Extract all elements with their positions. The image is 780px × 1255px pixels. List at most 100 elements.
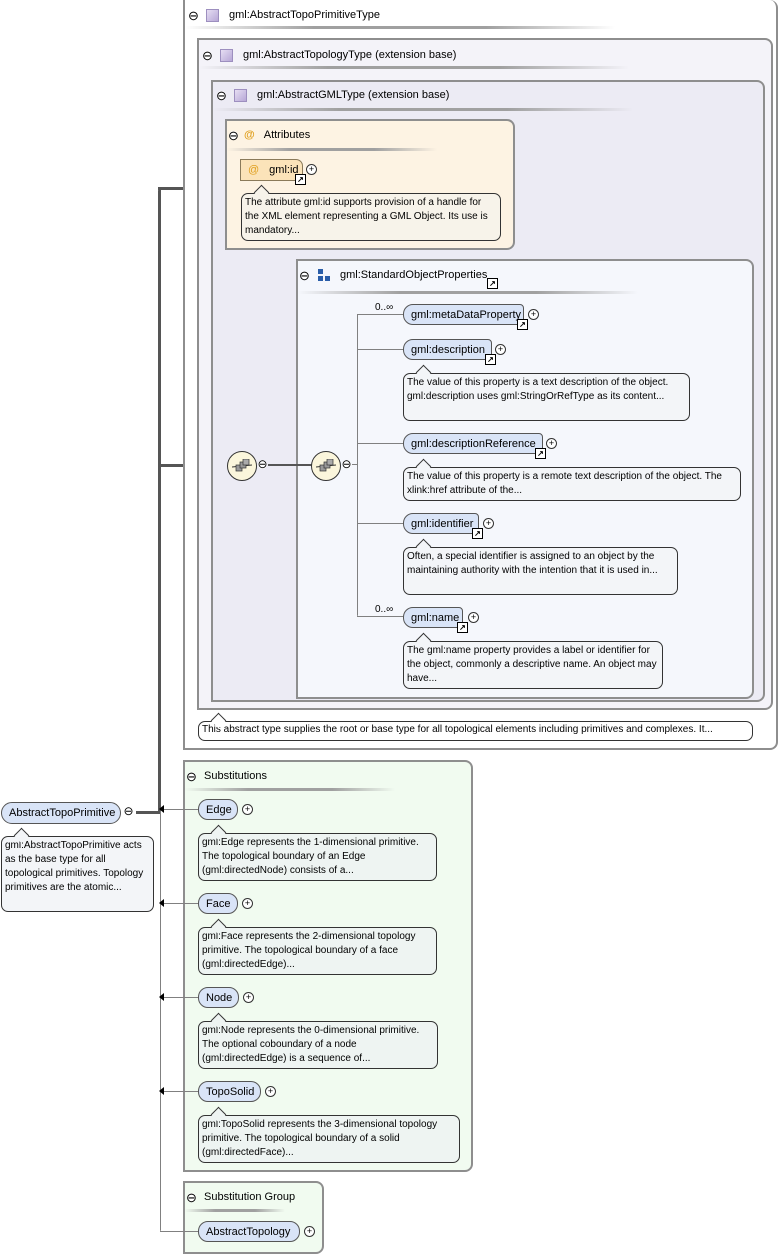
expand-icon[interactable]: +: [304, 1226, 315, 1237]
link-icon[interactable]: [487, 278, 498, 289]
substitution-edge[interactable]: Edge: [198, 799, 238, 820]
connector-arrow: [162, 809, 198, 810]
connector-arrow: [162, 903, 198, 904]
link-icon[interactable]: [517, 319, 528, 330]
element-label: Edge: [206, 803, 232, 816]
connector: [357, 443, 403, 444]
complex-type-icon: [234, 88, 247, 102]
header-divider: [185, 788, 395, 791]
expand-icon[interactable]: +: [306, 164, 317, 175]
topology-type-header: ⊖ gml:AbstractTopologyType (extension ba…: [202, 42, 457, 68]
substitution-group-box: ⊖ Substitution Group: [183, 1181, 324, 1254]
substitution-group-abstracttopology[interactable]: AbstractTopology: [198, 1221, 300, 1242]
attribute-icon: @: [244, 129, 255, 141]
main-element-note: gml:AbstractTopoPrimitive acts as the ba…: [1, 836, 154, 912]
sequence-compositor-icon[interactable]: [311, 451, 341, 481]
substitution-group-title: Substitution Group: [204, 1191, 296, 1203]
collapse-icon[interactable]: ⊖: [341, 457, 352, 471]
collapse-icon[interactable]: ⊖: [186, 768, 197, 784]
connector: [160, 1231, 198, 1232]
element-label: AbstractTopology: [206, 1225, 291, 1238]
root-type-title: gml:AbstractTopoPrimitiveType: [229, 9, 380, 21]
collapse-icon[interactable]: ⊖: [216, 87, 227, 103]
substitution-toposolid[interactable]: TopoSolid: [198, 1081, 261, 1102]
connector: [357, 616, 403, 617]
standard-properties-header: ⊖ gml:StandardObjectProperties: [299, 262, 487, 288]
link-icon[interactable]: [295, 174, 306, 185]
collapse-icon[interactable]: ⊖: [202, 47, 213, 63]
expand-icon[interactable]: +: [468, 612, 479, 623]
header-divider: [185, 1209, 285, 1212]
connector-trunk: [158, 188, 161, 813]
connector-sequence-link: [268, 464, 312, 466]
connector-arrow: [162, 997, 198, 998]
element-label: gml:description: [411, 343, 485, 356]
complex-type-icon: [206, 8, 219, 22]
connector-sequence-out: [352, 464, 358, 465]
collapse-icon[interactable]: ⊖: [188, 7, 199, 23]
element-label: gml:descriptionReference: [411, 437, 536, 450]
element-descriptionreference-note: The value of this property is a remote t…: [403, 467, 741, 501]
element-label: Face: [206, 897, 231, 910]
element-label: TopoSolid: [206, 1085, 255, 1098]
attributes-header: ⊖ @ Attributes: [228, 122, 311, 148]
attribute-gml-id[interactable]: @ gml:id: [240, 159, 303, 181]
root-type-header: ⊖ gml:AbstractTopoPrimitiveType: [188, 2, 380, 28]
gml-type-header: ⊖ gml:AbstractGMLType (extension base): [216, 82, 450, 108]
element-label: gml:metaDataProperty: [411, 308, 522, 321]
substitution-edge-note: gml:Edge represents the 1-dimensional pr…: [198, 833, 437, 881]
expand-icon[interactable]: +: [495, 344, 506, 355]
collapse-icon[interactable]: ⊖: [228, 127, 239, 143]
expand-icon[interactable]: +: [528, 309, 539, 320]
main-element-abstracttopoprimitive[interactable]: AbstractTopoPrimitive: [1, 802, 121, 824]
connector: [357, 523, 403, 524]
element-name-note: The gml:name property provides a label o…: [403, 641, 663, 689]
link-icon[interactable]: [457, 622, 468, 633]
connector-arrow: [162, 1091, 198, 1092]
element-label: gml:name: [411, 611, 460, 624]
substitution-node[interactable]: Node: [198, 987, 239, 1008]
link-icon[interactable]: [485, 354, 496, 365]
element-identifier[interactable]: gml:identifier: [403, 513, 479, 534]
element-description[interactable]: gml:description: [403, 339, 492, 360]
substitution-node-note: gml:Node represents the 0-dimensional pr…: [198, 1021, 438, 1069]
expand-icon[interactable]: +: [546, 438, 557, 449]
collapse-icon[interactable]: ⊖: [123, 804, 134, 818]
arrow-icon: [159, 1087, 164, 1095]
element-descriptionreference[interactable]: gml:descriptionReference: [403, 433, 543, 454]
gml-type-title: gml:AbstractGMLType (extension base): [257, 89, 450, 101]
substitution-face[interactable]: Face: [198, 893, 238, 914]
expand-icon[interactable]: +: [243, 992, 254, 1003]
element-metadataproperty[interactable]: gml:metaDataProperty: [403, 304, 524, 325]
attribute-icon: @: [248, 164, 260, 176]
arrow-icon: [159, 805, 164, 813]
header-divider: [185, 26, 615, 29]
header-divider: [199, 66, 629, 69]
element-label: gml:identifier: [411, 517, 474, 530]
topology-type-title: gml:AbstractTopologyType (extension base…: [243, 49, 457, 61]
header-divider: [213, 108, 633, 111]
expand-icon[interactable]: +: [265, 1086, 276, 1097]
connector-children-trunk: [357, 314, 358, 616]
link-icon[interactable]: [472, 528, 483, 539]
complex-type-icon: [220, 48, 233, 62]
collapse-icon[interactable]: ⊖: [186, 1189, 197, 1205]
expand-icon[interactable]: +: [242, 804, 253, 815]
attribute-label: gml:id: [269, 164, 299, 176]
element-name[interactable]: gml:name: [403, 607, 463, 628]
sequence-compositor-icon[interactable]: [227, 451, 257, 481]
expand-icon[interactable]: +: [242, 898, 253, 909]
connector: [357, 349, 403, 350]
element-identifier-note: Often, a special identifier is assigned …: [403, 547, 678, 595]
group-icon: [318, 269, 330, 281]
root-type-note: This abstract type supplies the root or …: [198, 721, 753, 741]
link-icon[interactable]: [535, 448, 546, 459]
collapse-icon[interactable]: ⊖: [257, 457, 268, 471]
element-label: Node: [206, 991, 233, 1004]
substitutions-title: Substitutions: [204, 770, 267, 782]
collapse-icon[interactable]: ⊖: [299, 267, 310, 283]
expand-icon[interactable]: +: [483, 518, 494, 529]
attributes-title: Attributes: [263, 129, 311, 141]
element-label: AbstractTopoPrimitive: [9, 807, 116, 819]
substitution-face-note: gml:Face represents the 2-dimensional to…: [198, 927, 437, 975]
